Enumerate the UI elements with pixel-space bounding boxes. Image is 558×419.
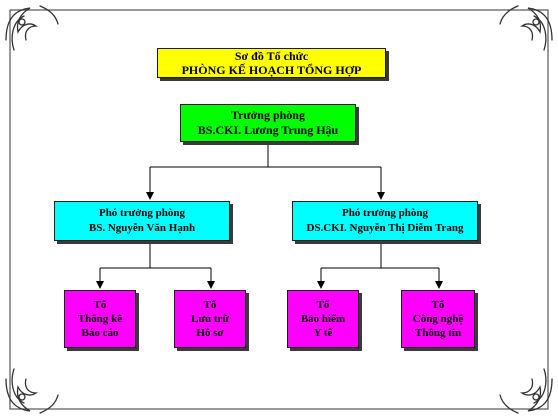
team-box-2: Tổ Lưu trữ Hồ sơ — [174, 290, 246, 348]
team-4-line-1: Tổ — [431, 299, 445, 311]
chart-title-line-2: PHÒNG KẾ HOẠCH TỔNG HỢP — [181, 63, 362, 77]
deputy-1-person: BS. Nguyễn Văn Hạnh — [88, 222, 196, 234]
team-2-line-1: Tổ — [203, 299, 217, 311]
chart-title-box: Sơ đồ Tổ chức PHÒNG KẾ HOẠCH TỔNG HỢP — [157, 48, 386, 78]
team-1-line-2: Thống kê — [77, 313, 123, 325]
head-person: BS.CKI. Lương Trung Hậu — [197, 123, 339, 137]
head-of-department-box: Trưởng phòng BS.CKI. Lương Trung Hậu — [180, 104, 356, 142]
team-box-1: Tổ Thống kê Báo cáo — [64, 290, 136, 348]
team-1-line-1: Tổ — [93, 299, 107, 311]
deputy-2-person: DS.CKI. Nguyễn Thị Diễm Trang — [306, 222, 464, 234]
team-4-line-2: Công nghệ — [412, 313, 464, 325]
team-3-line-1: Tổ — [316, 299, 330, 311]
deputy-2-role: Phó trưởng phòng — [341, 207, 429, 219]
head-role: Trưởng phòng — [231, 108, 305, 122]
deputy-1-role: Phó trưởng phòng — [98, 207, 186, 219]
corner-flourish-bottom-right-icon — [499, 368, 553, 414]
chart-title-line-1: Sơ đồ Tổ chức — [234, 49, 309, 63]
team-1-line-3: Báo cáo — [81, 327, 119, 339]
decorative-frame — [9, 9, 549, 410]
team-2-line-2: Lưu trữ — [191, 313, 229, 325]
team-4-line-3: Thông tin — [414, 327, 462, 339]
corner-flourish-top-right-icon — [499, 5, 553, 51]
team-box-3: Tổ Bảo hiểm Y tế — [287, 290, 359, 348]
team-3-line-2: Bảo hiểm — [300, 313, 346, 325]
deputy-box-2: Phó trưởng phòng DS.CKI. Nguyễn Thị Diễm… — [292, 201, 478, 241]
corner-flourish-bottom-left-icon — [5, 368, 59, 414]
team-3-line-3: Y tế — [313, 327, 333, 339]
team-2-line-3: Hồ sơ — [196, 327, 224, 339]
team-box-4: Tổ Công nghệ Thông tin — [401, 290, 475, 348]
deputy-box-1: Phó trưởng phòng BS. Nguyễn Văn Hạnh — [54, 201, 230, 241]
corner-flourish-top-left-icon — [5, 5, 59, 51]
